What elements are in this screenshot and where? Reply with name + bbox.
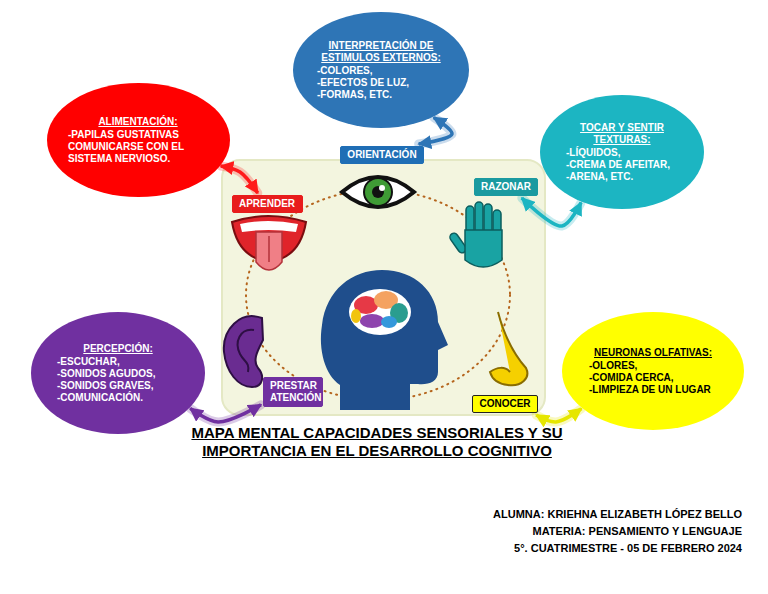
text-block: RAZONAR xyxy=(475,179,537,195)
eye-iris xyxy=(364,178,392,206)
connector-glow xyxy=(419,118,452,144)
teeth xyxy=(240,221,298,232)
ellipse-fill xyxy=(293,12,469,128)
connector-glow xyxy=(522,198,581,226)
topic-item: -FORMAS, ETC. xyxy=(317,89,445,101)
text-block: NEURONAS OLFATIVAS:-OLORES,-COMIDA CERCA… xyxy=(589,347,717,396)
ellipse-fill xyxy=(540,95,704,209)
text-block: INTERPRETACIÓN DE ESTIMULOS EXTERNOS:-CO… xyxy=(317,40,445,101)
text-block: APRENDER xyxy=(233,196,302,212)
ear-icon xyxy=(224,316,263,387)
text-block: ORIENTACIÓN xyxy=(341,147,423,163)
text-block: TOCAR Y SENTIR TEXTURAS:-LÍQUIDOS,-CREMA… xyxy=(566,122,678,183)
lips xyxy=(232,216,306,262)
topic-item: -COMUNICACIÓN. xyxy=(57,392,179,404)
credit-line: ALUMNA: KRIEHNA ELIZABETH LÓPEZ BELLO xyxy=(493,506,742,523)
topic-item: -LIMPIEZA DE UN LUGAR xyxy=(589,384,717,396)
eye-outline xyxy=(342,177,414,207)
ellipse-outline xyxy=(539,94,705,210)
tongue-line xyxy=(268,236,270,262)
brain-lobe xyxy=(360,314,384,328)
tongue xyxy=(256,232,282,270)
topic-ellipse: ALIMENTACIÓN:-PAPILAS GUSTATIVAS COMUNIC… xyxy=(46,82,231,198)
ellipse-outline xyxy=(46,82,231,198)
connector-glow xyxy=(190,405,261,422)
text-block: CONOCER xyxy=(473,396,537,412)
ellipse-outline xyxy=(561,311,745,431)
topic-ellipse: TOCAR Y SENTIR TEXTURAS:-LÍQUIDOS,-CREMA… xyxy=(539,94,705,210)
label-box: RAZONAR xyxy=(474,178,538,196)
node-label: RAZONAR xyxy=(481,181,531,193)
topic-ellipse: NEURONAS OLFATIVAS:-OLORES,-COMIDA CERCA… xyxy=(561,311,745,431)
credits: ALUMNA: KRIEHNA ELIZABETH LÓPEZ BELLOMAT… xyxy=(493,506,742,557)
credit-line: 5°. CUATRIMESTRE - 05 DE FEBRERO 2024 xyxy=(493,540,742,557)
topic-heading: ALIMENTACIÓN: xyxy=(68,116,208,128)
text-block: ALIMENTACIÓN:-PAPILAS GUSTATIVAS COMUNIC… xyxy=(68,116,208,165)
hand-icon xyxy=(448,202,502,267)
label-box: ORIENTACIÓN xyxy=(340,146,424,164)
brain-lobe xyxy=(351,309,361,323)
text-block: PRESTAR ATENCIÓN xyxy=(264,378,322,406)
topic-item: -SONIDOS AGUDOS, xyxy=(57,368,179,380)
mouth-icon xyxy=(232,216,306,270)
ellipse-fill xyxy=(47,83,230,197)
eye-pupil xyxy=(372,186,384,198)
palm xyxy=(465,230,502,267)
topic-heading: INTERPRETACIÓN DE ESTIMULOS EXTERNOS: xyxy=(317,40,445,64)
node-label: ORIENTACIÓN xyxy=(347,149,417,161)
node-label: CONOCER xyxy=(479,398,531,410)
topic-item: -COMIDA CERCA, xyxy=(589,372,717,384)
nose xyxy=(490,312,527,385)
nose-icon xyxy=(490,312,527,385)
ear xyxy=(224,316,263,387)
connector-glow xyxy=(536,409,581,422)
topic-item: -COLORES, xyxy=(317,65,445,77)
topic-ellipse: INTERPRETACIÓN DE ESTIMULOS EXTERNOS:-CO… xyxy=(292,11,470,129)
topic-heading: NEURONAS OLFATIVAS: xyxy=(589,347,717,359)
topic-item: -SONIDOS GRAVES, xyxy=(57,380,179,392)
brain-outline xyxy=(349,289,411,335)
connector-glow xyxy=(221,166,258,193)
head-icon xyxy=(321,270,448,410)
credit-line: MATERIA: PENSAMIENTO Y LENGUAJE xyxy=(493,523,742,540)
double-arrow xyxy=(190,405,261,422)
topic-item: -ESCUCHAR, xyxy=(57,356,179,368)
ellipse-fill xyxy=(31,312,205,434)
topic-ellipse: PERCEPCIÓN:-ESCUCHAR,-SONIDOS AGUDOS,-SO… xyxy=(30,311,206,435)
double-arrow xyxy=(419,118,452,144)
center-panel xyxy=(222,160,545,415)
topic-item: -EFECTOS DE LUZ, xyxy=(317,77,445,89)
eye-glint xyxy=(379,185,385,191)
text-block: PERCEPCIÓN:-ESCUCHAR,-SONIDOS AGUDOS,-SO… xyxy=(57,343,179,404)
topic-item: -PAPILAS GUSTATIVAS COMUNICARSE CON EL S… xyxy=(68,129,208,165)
label-box: APRENDER xyxy=(232,195,303,213)
node-label: PRESTAR ATENCIÓN xyxy=(270,380,316,404)
topic-heading: PERCEPCIÓN: xyxy=(57,343,179,355)
diagram-title: MAPA MENTAL CAPACIDADES SENSORIALES Y SU… xyxy=(167,424,587,460)
topic-heading: TOCAR Y SENTIR TEXTURAS: xyxy=(566,122,678,146)
topic-item: -CREMA DE AFEITAR, xyxy=(566,159,678,171)
double-arrow xyxy=(536,409,581,422)
topic-item: -ARENA, ETC. xyxy=(566,171,678,183)
double-arrow xyxy=(221,166,258,193)
double-arrow xyxy=(522,198,581,226)
label-box: CONOCER xyxy=(472,395,538,413)
eye-icon xyxy=(342,177,414,207)
topic-item: -LÍQUIDOS, xyxy=(566,147,678,159)
ellipse-fill xyxy=(562,312,744,430)
ear-inner xyxy=(238,330,254,372)
node-label: APRENDER xyxy=(239,198,296,210)
topic-item: -OLORES, xyxy=(589,360,717,372)
label-box: PRESTAR ATENCIÓN xyxy=(263,377,323,407)
brain-lobe xyxy=(381,316,397,328)
head-silhouette xyxy=(321,270,448,410)
